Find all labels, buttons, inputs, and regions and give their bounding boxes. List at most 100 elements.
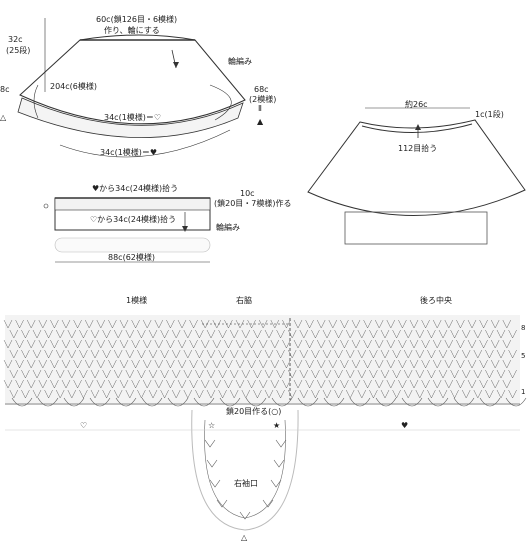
- stitch-mark: [50, 359, 59, 369]
- stitch-mark: [322, 349, 332, 359]
- stitch-mark: [316, 339, 326, 349]
- scallop-mark: [193, 397, 215, 407]
- stitch-mark: [479, 319, 488, 329]
- stitch-mark: [392, 369, 401, 379]
- stitch-mark: [502, 359, 512, 369]
- label-10c: 10c: [240, 189, 255, 198]
- stitch-mark: [282, 359, 291, 369]
- stitch-mark: [398, 379, 407, 389]
- sleeve-stitch-mark: [216, 499, 228, 508]
- stitch-mark: [206, 329, 216, 339]
- stitch-mark: [125, 349, 135, 359]
- stitch-mark: [166, 359, 175, 369]
- stitch-mark: [496, 369, 506, 379]
- stitch-mark: [374, 319, 384, 329]
- stitch-mark: [171, 369, 181, 379]
- stitch-mark: [96, 319, 106, 329]
- stitch-mark: [427, 329, 436, 339]
- stitch-mark: [183, 349, 193, 359]
- stitch-mark: [322, 389, 332, 399]
- scallop-mark: [167, 397, 189, 407]
- stitch-mark: [206, 349, 216, 359]
- stitch-mark: [154, 379, 164, 389]
- stitch-mark: [473, 389, 483, 399]
- stitch-mark: [380, 349, 390, 359]
- stitch-mark: [131, 379, 140, 389]
- stitch-mark: [473, 329, 483, 339]
- stitch-mark: [212, 339, 222, 349]
- stitch-mark: [334, 369, 343, 379]
- stitch-mark: [160, 389, 169, 399]
- scallop-mark: [297, 397, 319, 407]
- stitch-mark: [247, 379, 256, 389]
- label-side: 右脇: [236, 295, 252, 305]
- sleeve-stitch-mark: [273, 459, 285, 468]
- stitch-mark: [154, 339, 164, 349]
- stitch-mark: [61, 359, 71, 369]
- stitch-mark: [496, 389, 506, 399]
- stitch-mark: [79, 329, 88, 339]
- stitch-mark: [148, 329, 158, 339]
- stitch-mark: [189, 339, 198, 349]
- label-32c: 32c: [8, 35, 23, 44]
- label-88c: 88c(62模様): [108, 252, 155, 262]
- stitch-mark: [200, 339, 210, 349]
- sleeve-stitch-mark: [206, 459, 218, 468]
- label-chain-make: (鎖20目・7模様)作る: [214, 198, 292, 208]
- stitch-mark: [21, 329, 30, 339]
- label-204c: 204c(6模様): [50, 81, 97, 91]
- sleeve-stitch-mark: [239, 511, 251, 520]
- stitch-mark: [119, 339, 129, 349]
- stitch-mark: [415, 369, 425, 379]
- stitch-mark: [490, 319, 500, 329]
- stitch-mark: [102, 349, 111, 359]
- stitch-mark: [403, 369, 413, 379]
- stitch-mark: [293, 379, 303, 389]
- scallop-mark: [245, 397, 267, 407]
- stitch-mark: [119, 359, 129, 369]
- stitch-mark: [299, 349, 309, 359]
- stitch-mark: [409, 339, 419, 349]
- stitch-mark: [224, 339, 233, 349]
- stitch-mark: [270, 339, 280, 349]
- stitch-mark: [432, 359, 442, 369]
- stitch-mark: [403, 349, 413, 359]
- stitch-mark: [177, 379, 187, 389]
- scallop-mark: [323, 397, 345, 407]
- stitch-mark: [79, 349, 88, 359]
- stitch-mark: [351, 379, 361, 389]
- stitch-mark: [316, 319, 326, 329]
- scallop-mark: [505, 397, 527, 407]
- label-34c-heart-outline: 34c(1模様)＝♡: [104, 112, 161, 122]
- scallop-mark: [89, 397, 111, 407]
- stitch-mark: [473, 369, 483, 379]
- stitch-mark: [38, 359, 48, 369]
- stitch-mark: [403, 389, 413, 399]
- stitch-mark: [427, 389, 436, 399]
- stitch-mark: [421, 319, 430, 329]
- stitch-mark: [15, 339, 24, 349]
- stitch-mark: [195, 349, 204, 359]
- stitch-mark: [282, 319, 291, 329]
- scallop-mark: [11, 397, 33, 407]
- stitch-mark: [137, 349, 146, 359]
- stitch-mark: [508, 389, 517, 399]
- stitch-mark: [311, 369, 320, 379]
- stitch-mark: [490, 339, 500, 349]
- row-number-8: 8: [521, 324, 525, 332]
- stitch-mark: [96, 379, 106, 389]
- stitch-mark: [137, 389, 146, 399]
- stitch-mark: [9, 349, 19, 359]
- stitch-chart: [3, 315, 527, 531]
- stitch-mark: [409, 359, 419, 369]
- stitch-mark: [287, 389, 297, 399]
- scallop-mark: [115, 397, 137, 407]
- stitch-mark: [299, 389, 309, 399]
- stitch-mark: [369, 369, 378, 379]
- stitch-mark: [229, 349, 239, 359]
- stitch-mark: [218, 369, 227, 379]
- stitch-mark: [61, 379, 71, 389]
- scallop-mark: [427, 397, 449, 407]
- stitch-mark: [485, 369, 494, 379]
- stitch-mark: [461, 389, 471, 399]
